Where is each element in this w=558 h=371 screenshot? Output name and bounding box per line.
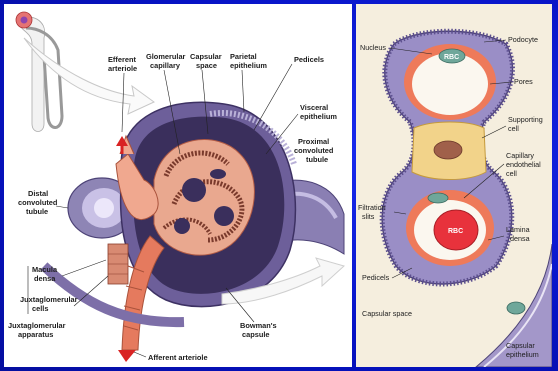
label-pores: Pores bbox=[514, 77, 533, 86]
label-macula-densa-1: Macula bbox=[32, 265, 58, 274]
rbc-upper-text: RBC bbox=[444, 54, 459, 61]
label-capsular-space: Capsular space bbox=[362, 309, 412, 318]
label-glomerular-capillary-1: Glomerular bbox=[146, 52, 186, 61]
label-distal-tubule-2: convoluted bbox=[18, 198, 58, 207]
label-capillary-endothelial-2: endothelial bbox=[506, 160, 541, 169]
filtration-membrane-figure: RBC RBC Nucleus Podocyte Pores Supportin… bbox=[356, 4, 552, 367]
label-proximal-tubule-1: Proximal bbox=[298, 137, 329, 146]
label-bowmans-capsule-1: Bowman's bbox=[240, 321, 277, 330]
label-distal-tubule-1: Distal bbox=[28, 189, 48, 198]
label-filtration-slits-2: slits bbox=[362, 212, 375, 221]
label-bowmans-capsule-2: capsule bbox=[242, 330, 270, 339]
label-capsular-space-1: Capsular bbox=[190, 52, 222, 61]
label-macula-densa-2: densa bbox=[34, 274, 56, 283]
label-proximal-tubule-2: convoluted bbox=[294, 146, 334, 155]
label-lamina-densa-2: densa bbox=[510, 234, 530, 243]
label-supporting-cell-2: cell bbox=[508, 124, 519, 133]
label-efferent-arteriole-1: Efferent bbox=[108, 55, 136, 64]
label-filtration-slits-1: Filtration bbox=[358, 203, 386, 212]
label-juxtaglomerular-apparatus-1: Juxtaglomerular bbox=[8, 321, 66, 330]
label-pedicels-right: Pedicels bbox=[362, 273, 390, 282]
label-pedicels: Pedicels bbox=[294, 55, 324, 64]
label-juxtaglomerular-cells-1: Juxtaglomerular bbox=[20, 295, 78, 304]
supporting-nucleus bbox=[434, 141, 462, 159]
renal-corpuscle-illustration: Efferent arteriole Glomerular capillary … bbox=[4, 4, 352, 367]
label-capillary-endothelial-3: cell bbox=[506, 169, 517, 178]
renal-corpuscle-figure: Efferent arteriole Glomerular capillary … bbox=[4, 4, 352, 367]
label-juxtaglomerular-cells-2: cells bbox=[32, 304, 48, 313]
label-efferent-arteriole-2: arteriole bbox=[108, 64, 137, 73]
label-capsular-epithelium-2: epithelium bbox=[506, 350, 539, 359]
label-parietal-epithelium-2: epithelium bbox=[230, 61, 267, 70]
label-distal-tubule-3: tubule bbox=[26, 207, 48, 216]
label-capillary-endothelial-1: Capillary bbox=[506, 151, 534, 160]
label-visceral-epithelium-2: epithelium bbox=[300, 112, 337, 121]
label-supporting-cell-1: Supporting bbox=[508, 115, 543, 124]
label-podocyte: Podocyte bbox=[508, 35, 538, 44]
label-parietal-epithelium-1: Parietal bbox=[230, 52, 257, 61]
juxtaglomerular-cells bbox=[108, 244, 128, 284]
label-glomerular-capillary-2: capillary bbox=[150, 61, 181, 70]
rbc-lower-text: RBC bbox=[448, 228, 463, 235]
label-capsular-epithelium-1: Capsular bbox=[506, 341, 535, 350]
label-afferent-arteriole: Afferent arteriole bbox=[148, 353, 208, 362]
label-nucleus: Nucleus bbox=[360, 43, 386, 52]
label-proximal-tubule-3: tubule bbox=[306, 155, 328, 164]
filtration-membrane-illustration: RBC RBC Nucleus Podocyte Pores Supportin… bbox=[356, 4, 552, 367]
label-visceral-epithelium-1: Visceral bbox=[300, 103, 328, 112]
label-lamina-densa-1: Lamina bbox=[506, 225, 530, 234]
label-capsular-space-2: space bbox=[196, 61, 217, 70]
capsular-nucleus bbox=[507, 302, 525, 314]
label-juxtaglomerular-apparatus-2: apparatus bbox=[18, 330, 53, 339]
